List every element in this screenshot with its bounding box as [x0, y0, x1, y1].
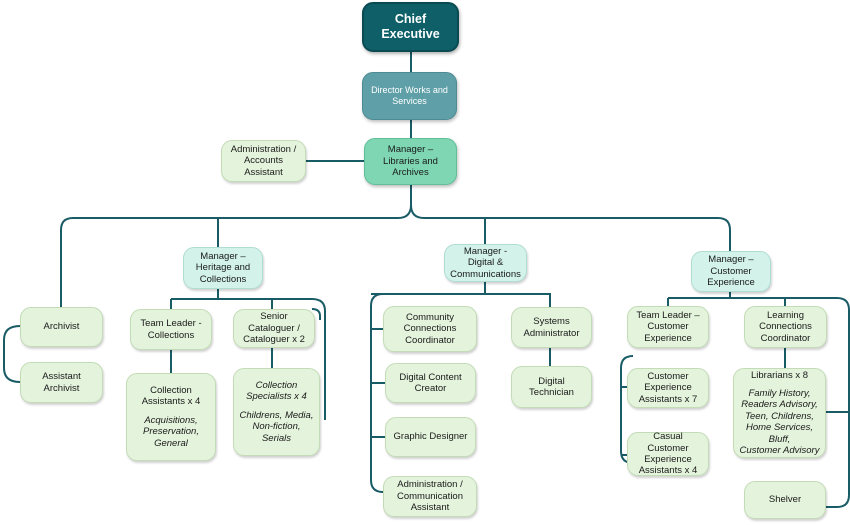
manager-heritage-collections-box: Manager – Heritage and Collections [183, 247, 263, 289]
manager-digital-communications-box: Manager - Digital & Communications [444, 244, 527, 282]
shelver-box: Shelver [744, 481, 826, 519]
collection-specialists-title: Collection Specialists x 4 [246, 380, 307, 403]
admin-accounts-assistant-box: Administration / Accounts Assistant [221, 140, 306, 182]
digital-content-creator-box: Digital Content Creator [385, 363, 476, 403]
senior-cataloguer-box: Senior Cataloguer / Cataloguer x 2 [233, 309, 315, 348]
collection-assistants-box: Collection Assistants x 4 Acquisitions, … [126, 373, 216, 461]
learning-connections-coordinator-box: Learning Connections Coordinator [744, 306, 827, 348]
collection-assistants-detail: Acquisitions, Preservation, General [143, 414, 199, 449]
librarians-detail: Family History, Readers Advisory, Teen, … [739, 388, 820, 456]
librarians-title: Librarians x 8 [750, 369, 809, 381]
team-leader-customer-experience-box: Team Leader – Customer Experience [627, 306, 709, 348]
systems-administrator-box: Systems Administrator [511, 307, 592, 348]
graphic-designer-box: Graphic Designer [385, 417, 476, 457]
assistant-archivist-box: Assistant Archivist [20, 362, 103, 403]
archivist-box: Archivist [20, 307, 103, 347]
librarians-box: Librarians x 8 Family History, Readers A… [733, 368, 826, 458]
manager-customer-experience-box: Manager – Customer Experience [691, 251, 771, 292]
casual-customer-experience-assistants-box: Casual Customer Experience Assistants x … [627, 431, 709, 476]
collection-specialists-detail: Childrens, Media, Non-fiction, Serials [239, 409, 314, 444]
community-connections-coordinator-box: Community Connections Coordinator [383, 306, 477, 352]
team-leader-collections-box: Team Leader - Collections [130, 309, 212, 350]
collection-assistants-title: Collection Assistants x 4 [141, 385, 201, 408]
digital-technician-box: Digital Technician [511, 366, 592, 408]
collection-specialists-box: Collection Specialists x 4 Childrens, Me… [233, 368, 320, 456]
chief-executive-box: Chief Executive [362, 2, 459, 52]
admin-communication-assistant-box: Administration / Communication Assistant [383, 476, 477, 517]
manager-libraries-archives-box: Manager – Libraries and Archives [364, 138, 457, 185]
director-works-services-box: Director Works and Services [362, 72, 457, 120]
customer-experience-assistants-box: Customer Experience Assistants x 7 [627, 368, 709, 408]
